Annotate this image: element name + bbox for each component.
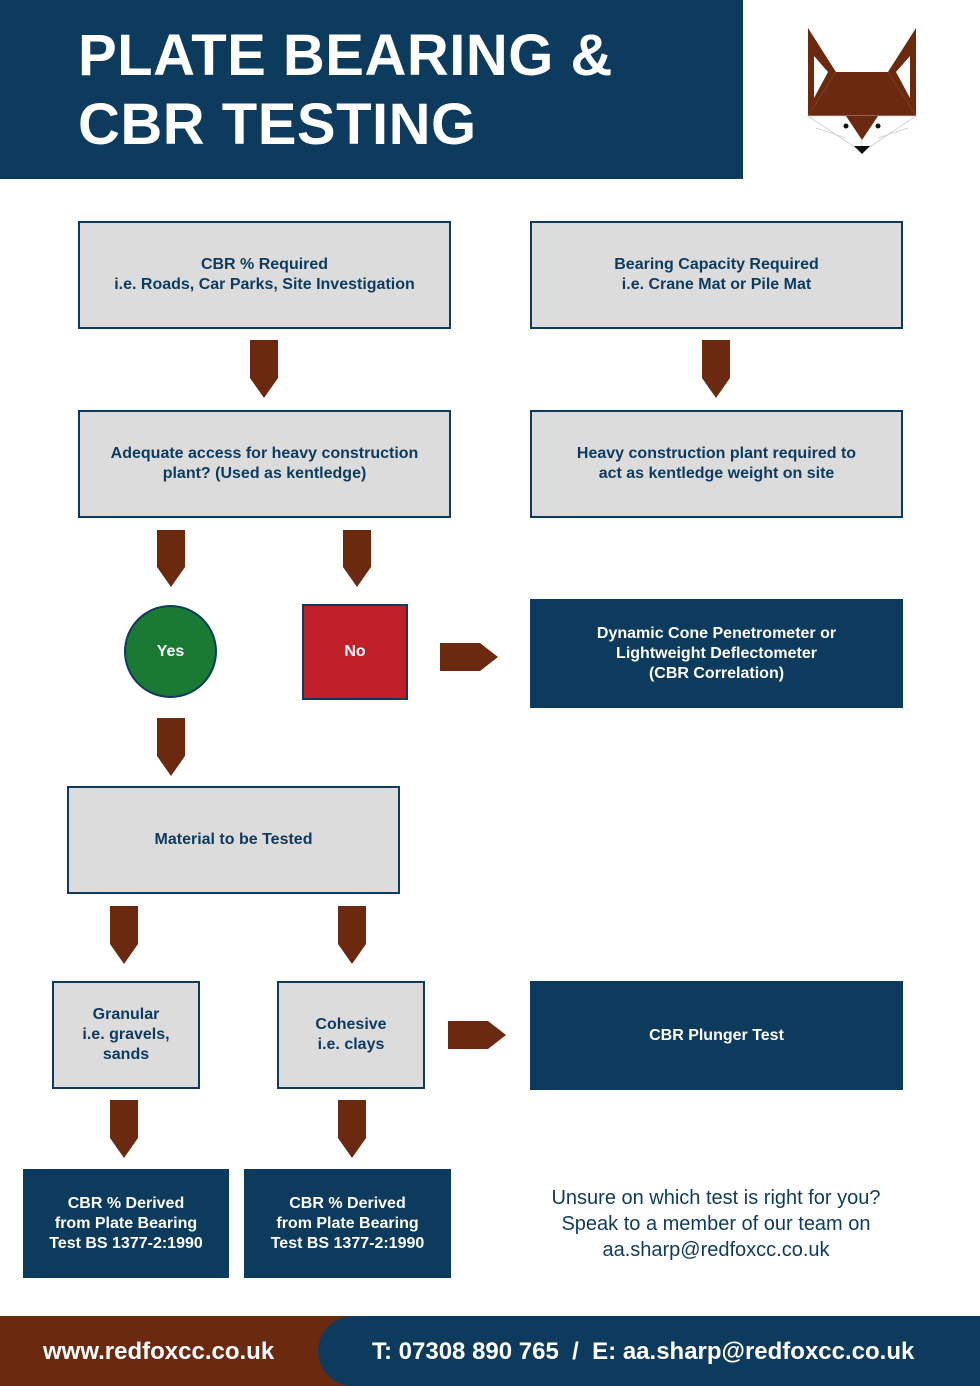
contact-email[interactable]: aa.sharp@redfoxcc.co.uk — [602, 1239, 830, 1261]
access-question-line-1: Adequate access for heavy construction — [110, 445, 419, 462]
heavy-plant-line-1: Heavy construction plant required to — [576, 445, 857, 462]
granular-line-1: Granular — [92, 1006, 160, 1023]
no-label: No — [344, 643, 366, 660]
arrow-down-icon — [343, 530, 371, 587]
footer-right-band — [318, 1316, 980, 1386]
access-question-box: Adequate access for heavy construction p… — [78, 410, 451, 518]
granular-line-2: i.e. gravels, — [82, 1026, 170, 1043]
bearing-capacity-box: Bearing Capacity Required i.e. Crane Mat… — [530, 221, 903, 329]
contact-prompt: Unsure on which test is right for you? S… — [520, 1185, 912, 1263]
fox-head-icon — [806, 26, 918, 154]
arrow-down-icon — [338, 1100, 366, 1158]
page-title-line-2: CBR TESTING — [78, 92, 477, 157]
arrow-down-icon — [110, 906, 138, 964]
cbr-plunger-box: CBR Plunger Test — [530, 981, 903, 1090]
footer-contact-details[interactable]: T: 07308 890 765 / E: aa.sharp@redfoxcc.… — [372, 1338, 915, 1365]
cbr-required-box: CBR % Required i.e. Roads, Car Parks, Si… — [78, 221, 451, 329]
heavy-plant-line-2: act as kentledge weight on site — [598, 465, 835, 482]
arrow-right-icon — [448, 1021, 506, 1049]
derived-left-line-3: Test BS 1377-2:1990 — [49, 1234, 203, 1252]
bearing-capacity-examples: i.e. Crane Mat or Pile Mat — [621, 276, 812, 293]
dcp-lwd-box: Dynamic Cone Penetrometer or Lightweight… — [530, 599, 903, 708]
derived-right-line-2: from Plate Bearing — [276, 1214, 419, 1232]
dcp-line-2: Lightweight Deflectometer — [616, 644, 817, 662]
yes-node: Yes — [124, 605, 217, 698]
contact-line-2: Speak to a member of our team on — [561, 1213, 871, 1235]
dcp-line-1: Dynamic Cone Penetrometer or — [596, 624, 837, 642]
cbr-derived-left-box: CBR % Derived from Plate Bearing Test BS… — [23, 1169, 229, 1278]
cohesive-line-1: Cohesive — [315, 1016, 387, 1033]
dcp-line-3: (CBR Correlation) — [648, 664, 785, 682]
footer-left-band — [0, 1316, 360, 1386]
granular-box: Granular i.e. gravels, sands — [52, 981, 200, 1089]
material-box: Material to be Tested — [67, 786, 400, 894]
arrow-down-icon — [157, 718, 185, 776]
contact-line-1: Unsure on which test is right for you? — [551, 1187, 881, 1209]
bearing-capacity-label: Bearing Capacity Required — [614, 256, 819, 273]
page-title-line-1: PLATE BEARING & — [78, 23, 613, 88]
cbr-required-examples: i.e. Roads, Car Parks, Site Investigatio… — [114, 276, 415, 293]
derived-right-line-1: CBR % Derived — [289, 1194, 406, 1212]
no-node: No — [302, 604, 408, 700]
cohesive-box: Cohesive i.e. clays — [277, 981, 425, 1089]
derived-right-line-3: Test BS 1377-2:1990 — [270, 1234, 425, 1252]
footer-website-link[interactable]: www.redfoxcc.co.uk — [43, 1338, 275, 1365]
cbr-required-label: CBR % Required — [200, 256, 329, 273]
arrow-down-icon — [110, 1100, 138, 1158]
derived-left-line-2: from Plate Bearing — [54, 1214, 198, 1232]
access-question-line-2: plant? (Used as kentledge) — [162, 465, 367, 482]
arrow-down-icon — [157, 530, 185, 587]
arrow-down-icon — [250, 340, 278, 398]
arrow-down-icon — [702, 340, 730, 398]
yes-label: Yes — [156, 642, 185, 660]
cbr-plunger-label: CBR Plunger Test — [649, 1026, 784, 1044]
derived-left-line-1: CBR % Derived — [67, 1194, 185, 1212]
material-label: Material to be Tested — [154, 831, 313, 848]
arrow-right-icon — [440, 643, 498, 671]
cbr-derived-right-box: CBR % Derived from Plate Bearing Test BS… — [244, 1169, 451, 1278]
heavy-plant-box: Heavy construction plant required to act… — [530, 410, 903, 518]
granular-line-3: sands — [102, 1046, 150, 1063]
arrow-down-icon — [338, 906, 366, 964]
header-band — [0, 0, 743, 179]
cohesive-line-2: i.e. clays — [317, 1036, 385, 1053]
